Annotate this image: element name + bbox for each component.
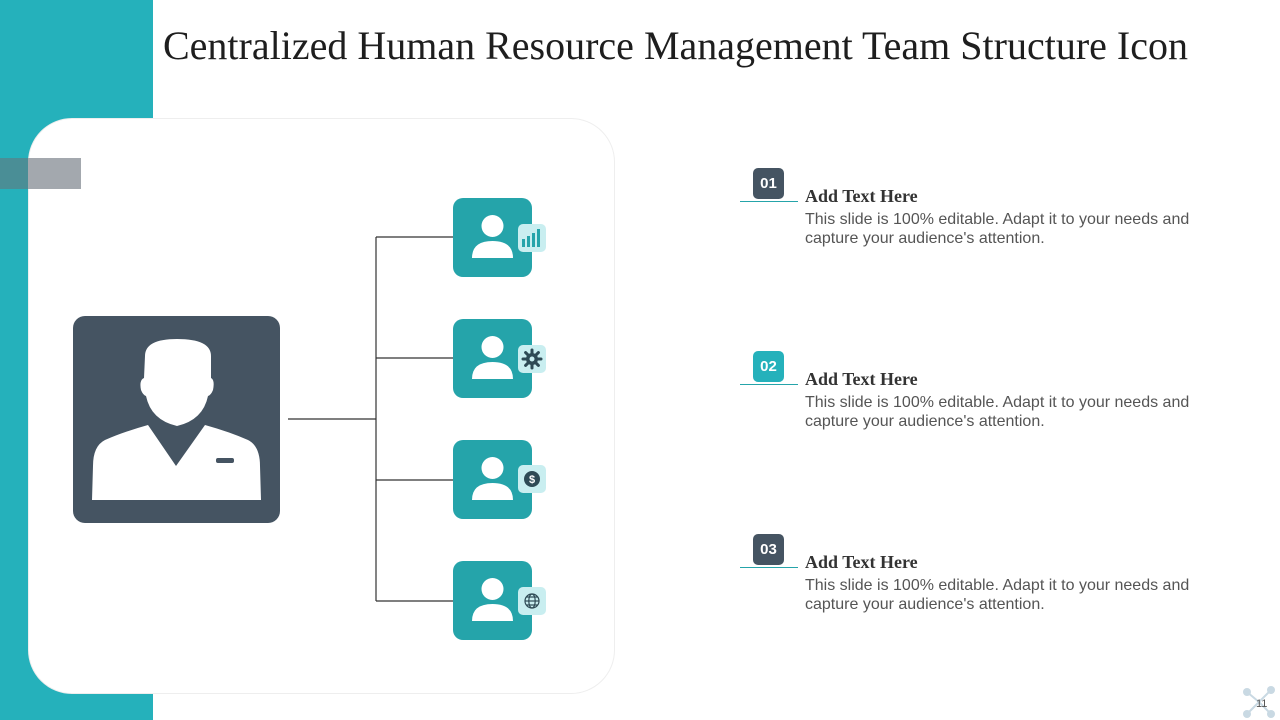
item-body-2: This slide is 100% editable. Adapt it to…: [805, 394, 1190, 430]
slide-title: Centralized Human Resource Management Te…: [163, 23, 1188, 68]
globe-icon: [524, 593, 540, 609]
badge-dollar: $: [518, 465, 546, 493]
chart-bars-icon: [522, 229, 540, 247]
person-icon: [472, 578, 513, 621]
svg-text:$: $: [529, 474, 535, 486]
manager-card: [73, 316, 280, 523]
item-heading-1: Add Text Here: [805, 186, 918, 206]
item-body-1: This slide is 100% editable. Adapt it to…: [805, 211, 1190, 247]
network-decoration-icon: [1243, 686, 1275, 718]
item-number-2: 02: [753, 351, 784, 382]
item-heading-2: Add Text Here: [805, 369, 918, 389]
dollar-icon: $: [524, 471, 540, 487]
person-icon: [472, 457, 513, 500]
badge-gear: [518, 345, 546, 373]
gear-icon: [521, 348, 543, 370]
person-icon: [472, 215, 513, 258]
item-number-3: 03: [753, 534, 784, 565]
item-heading-3: Add Text Here: [805, 552, 918, 572]
item-divider-1: [740, 201, 798, 202]
person-icon: [92, 339, 261, 500]
item-number-1: 01: [753, 168, 784, 199]
badge-globe: [518, 587, 546, 615]
accent-bar-dark: [0, 158, 28, 189]
badge-chart: [518, 224, 546, 252]
person-icon: [472, 336, 513, 379]
item-body-3: This slide is 100% editable. Adapt it to…: [805, 577, 1190, 613]
page-number: 11: [1256, 698, 1268, 710]
item-divider-3: [740, 567, 798, 568]
item-divider-2: [740, 384, 798, 385]
accent-bar-gray: [28, 158, 81, 189]
